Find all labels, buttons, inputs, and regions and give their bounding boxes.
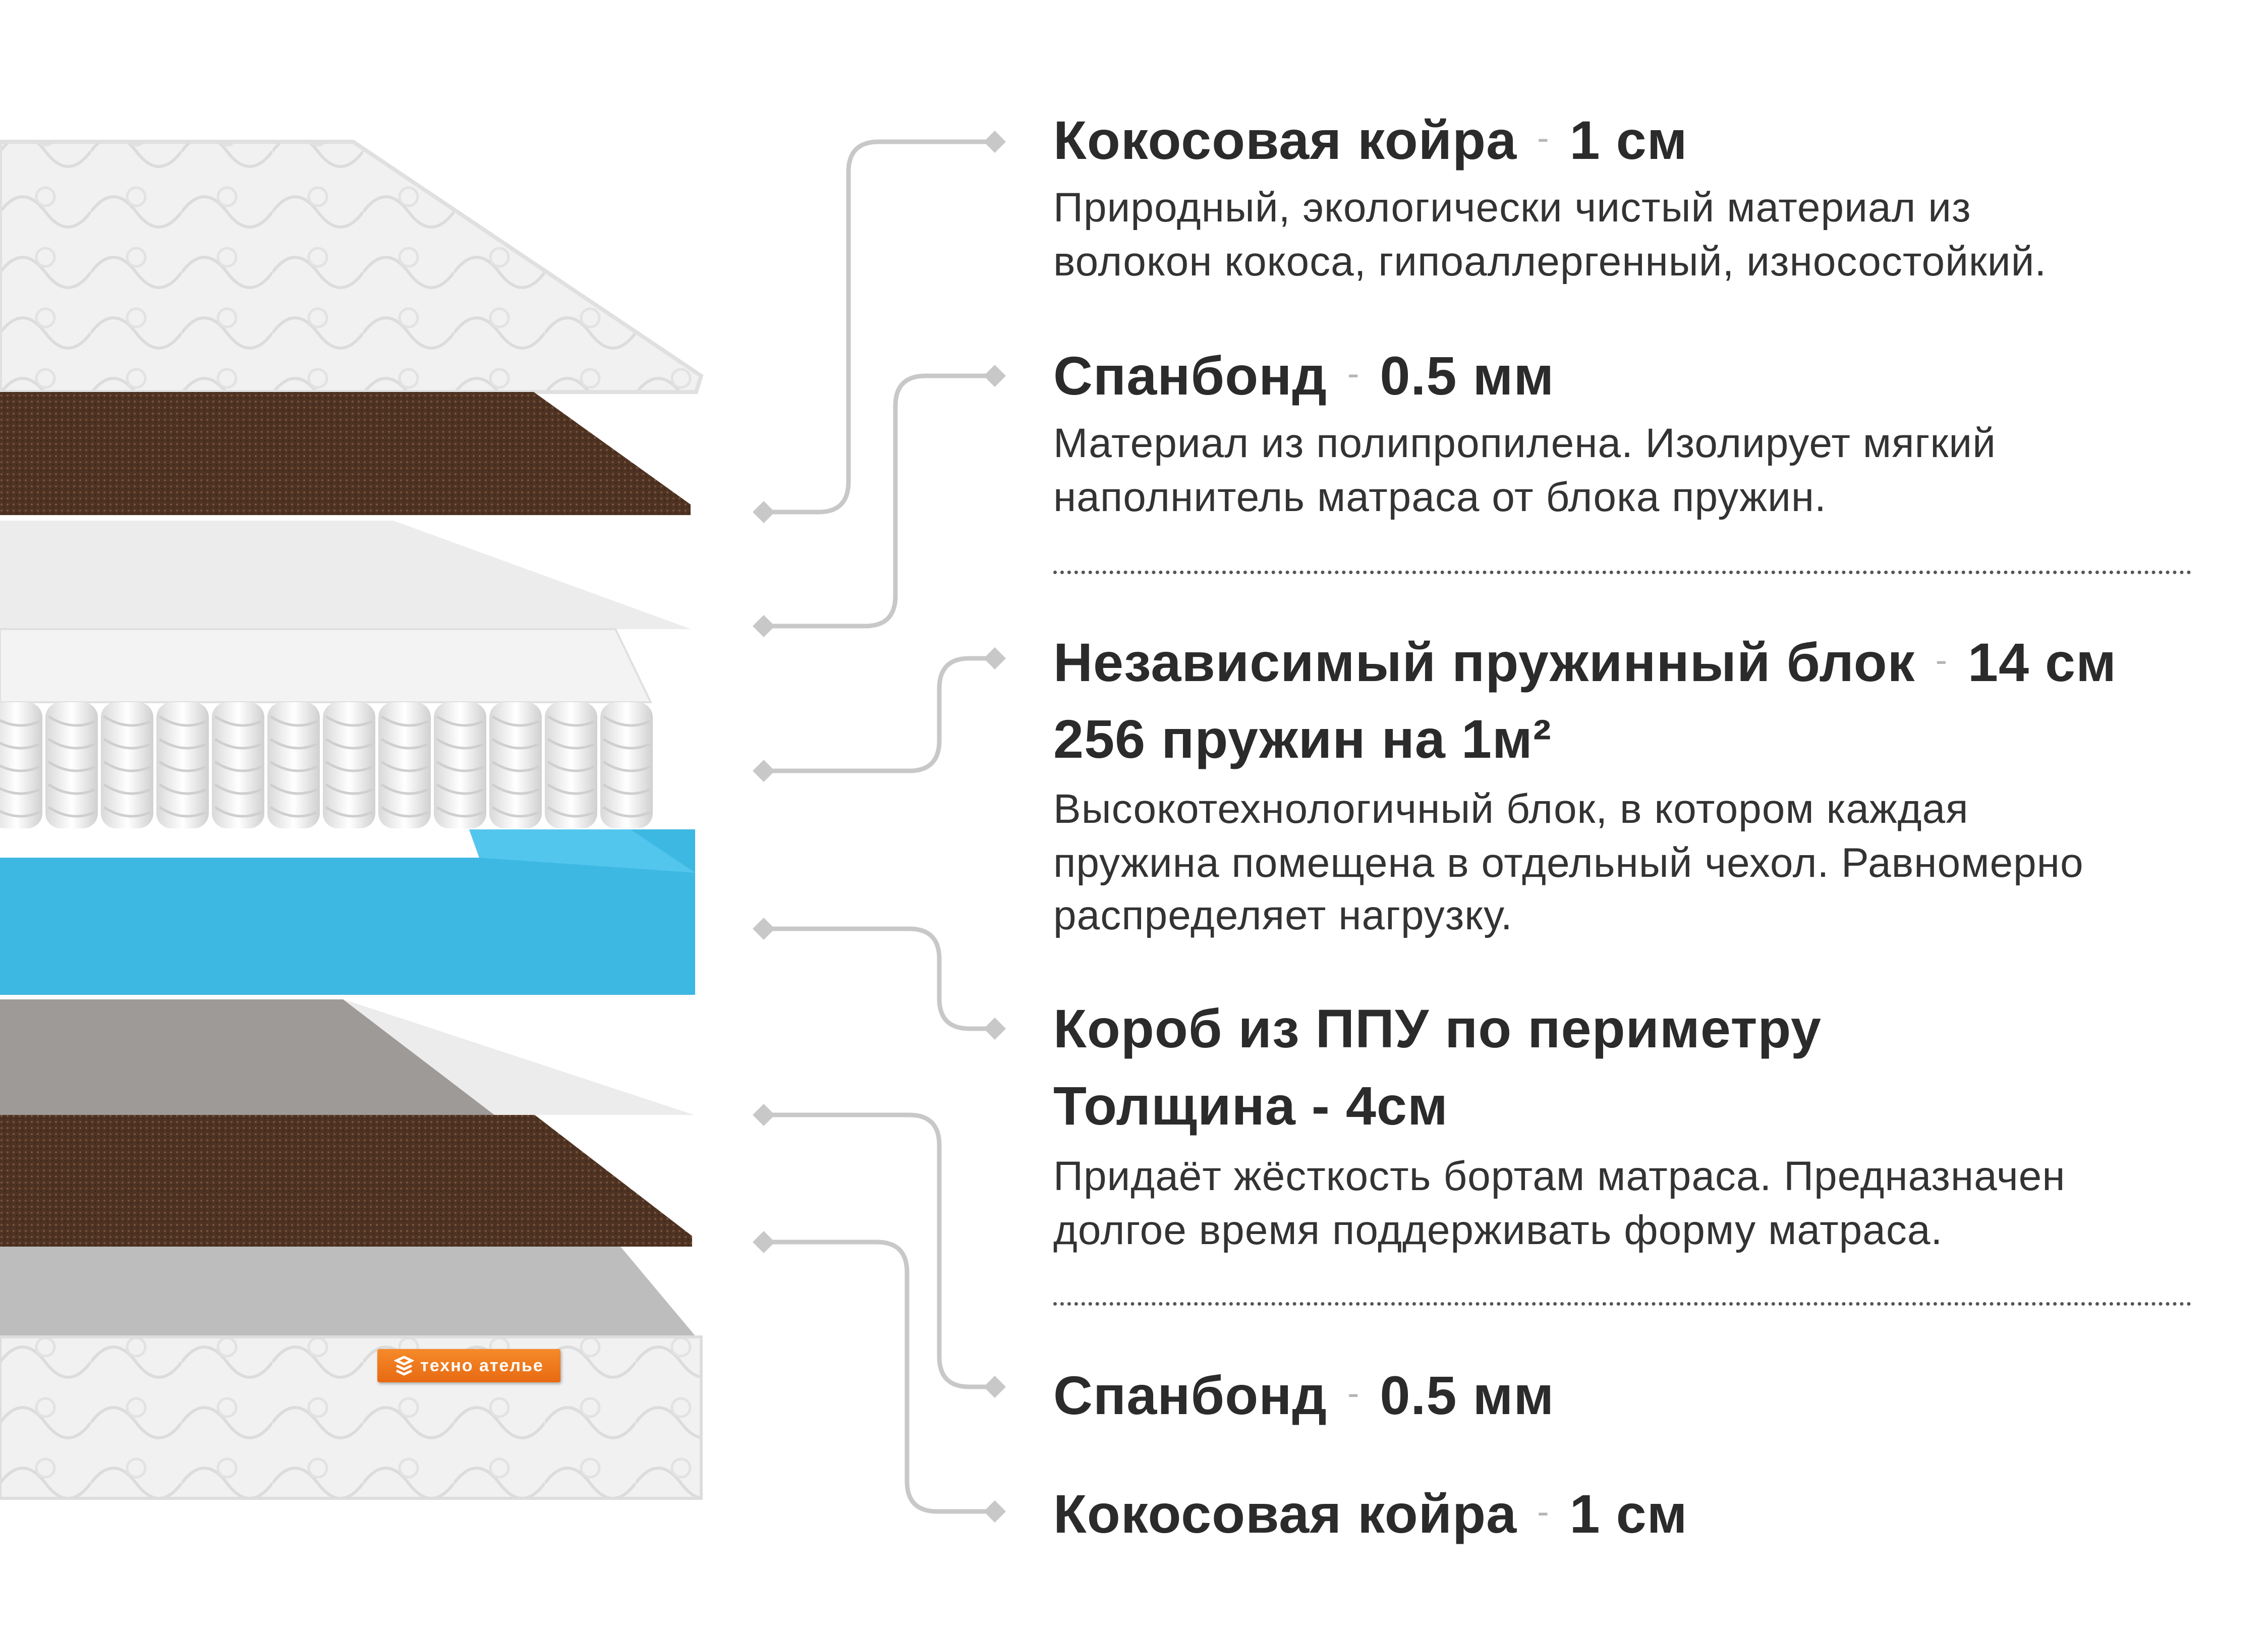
logo-text: техно ателье [420,1356,544,1375]
diamond-marker-icon [753,918,775,940]
dotted-divider [1053,1302,2191,1306]
connector-line [764,1112,995,1389]
spring-pocket [323,702,375,828]
layer-title-spanbond-top: Спанбонд-0.5 мм [1053,345,1555,406]
diamond-marker-icon [753,1231,775,1253]
coir-layer-bottom [0,1115,692,1247]
layer-title-spanbond-bottom: Спанбонд-0.5 мм [1053,1365,1555,1426]
diamond-marker-icon [753,760,775,782]
connector-line [764,926,995,1031]
connector-lines [753,131,1006,1523]
diamond-marker-icon [984,647,1006,669]
diamond-marker-icon [984,365,1006,387]
spring-pocket [545,702,597,828]
spring-pocket [434,702,486,828]
spring-pocket [267,702,320,828]
layer-desc-coir-top-1: Природный, экологически чистый материал … [1053,185,1971,231]
layer-title-coir-top: Кокосовая койра-1 см [1053,109,1688,171]
layer-desc-spring-2: пружина помещена в отдельный чехол. Равн… [1053,840,2084,886]
connector-line [764,139,995,515]
diamond-marker-icon [753,501,775,523]
mattress-base-side [0,1335,703,1500]
spring-pocket [156,702,209,828]
diamond-marker-icon [984,1018,1006,1040]
top-cover-layer [0,140,704,394]
spring-pocket [45,702,98,828]
diamond-marker-icon [984,1376,1006,1398]
layer-desc-spanbond-2: наполнитель матраса от блока пружин. [1053,474,1827,520]
connector-line [764,656,995,773]
mattress-base-top [0,1247,696,1337]
brand-logo: техно ателье [377,1349,560,1382]
spring-pocket [600,702,653,828]
diamond-marker-icon [984,131,1006,153]
diamond-marker-icon [984,1500,1006,1523]
layer-desc-spring-3: распределяет нагрузку. [1053,892,1513,938]
layer-desc-foam-1: Придаёт жёсткость бортам матраса. Предна… [1053,1153,2066,1199]
connector-line [764,1240,995,1514]
spanbond-layer-top [0,521,691,629]
layer-title-coir-bottom: Кокосовая койра-1 см [1053,1483,1688,1544]
layer-desc-spring-1: Высокотехнологичный блок, в котором кажд… [1053,786,1969,832]
dotted-divider [1053,571,2191,574]
foam-box-layer [0,829,695,995]
layer-desc-coir-top-2: волокон кокоса, гипоаллергенный, износос… [1053,239,2047,285]
layer-title-spring-block: Независимый пружинный блок-14 см [1053,632,2117,693]
layer-subtitle-foam-thickness: Толщина - 4см [1053,1075,1448,1136]
coir-layer-top [0,392,691,515]
layer-title-foam-box: Короб из ППУ по периметру [1053,998,1822,1059]
spring-pocket [212,702,264,828]
spring-pocket [101,702,153,828]
diamond-marker-icon [753,615,775,637]
spring-pocket [0,702,42,828]
connector-line [764,373,995,629]
diamond-marker-icon [753,1104,775,1126]
layer-subtitle-spring-count: 256 пружин на 1м² [1053,708,1552,769]
layers-logo-icon [394,1356,415,1376]
layer-desc-spanbond-1: Материал из полипропилена. Изолирует мяг… [1053,420,1996,466]
layer-desc-foam-2: долгое время поддерживать форму матраса. [1053,1207,1943,1253]
spring-pocket [489,702,542,828]
spring-pocket [378,702,431,828]
spring-block-layer [0,628,653,828]
